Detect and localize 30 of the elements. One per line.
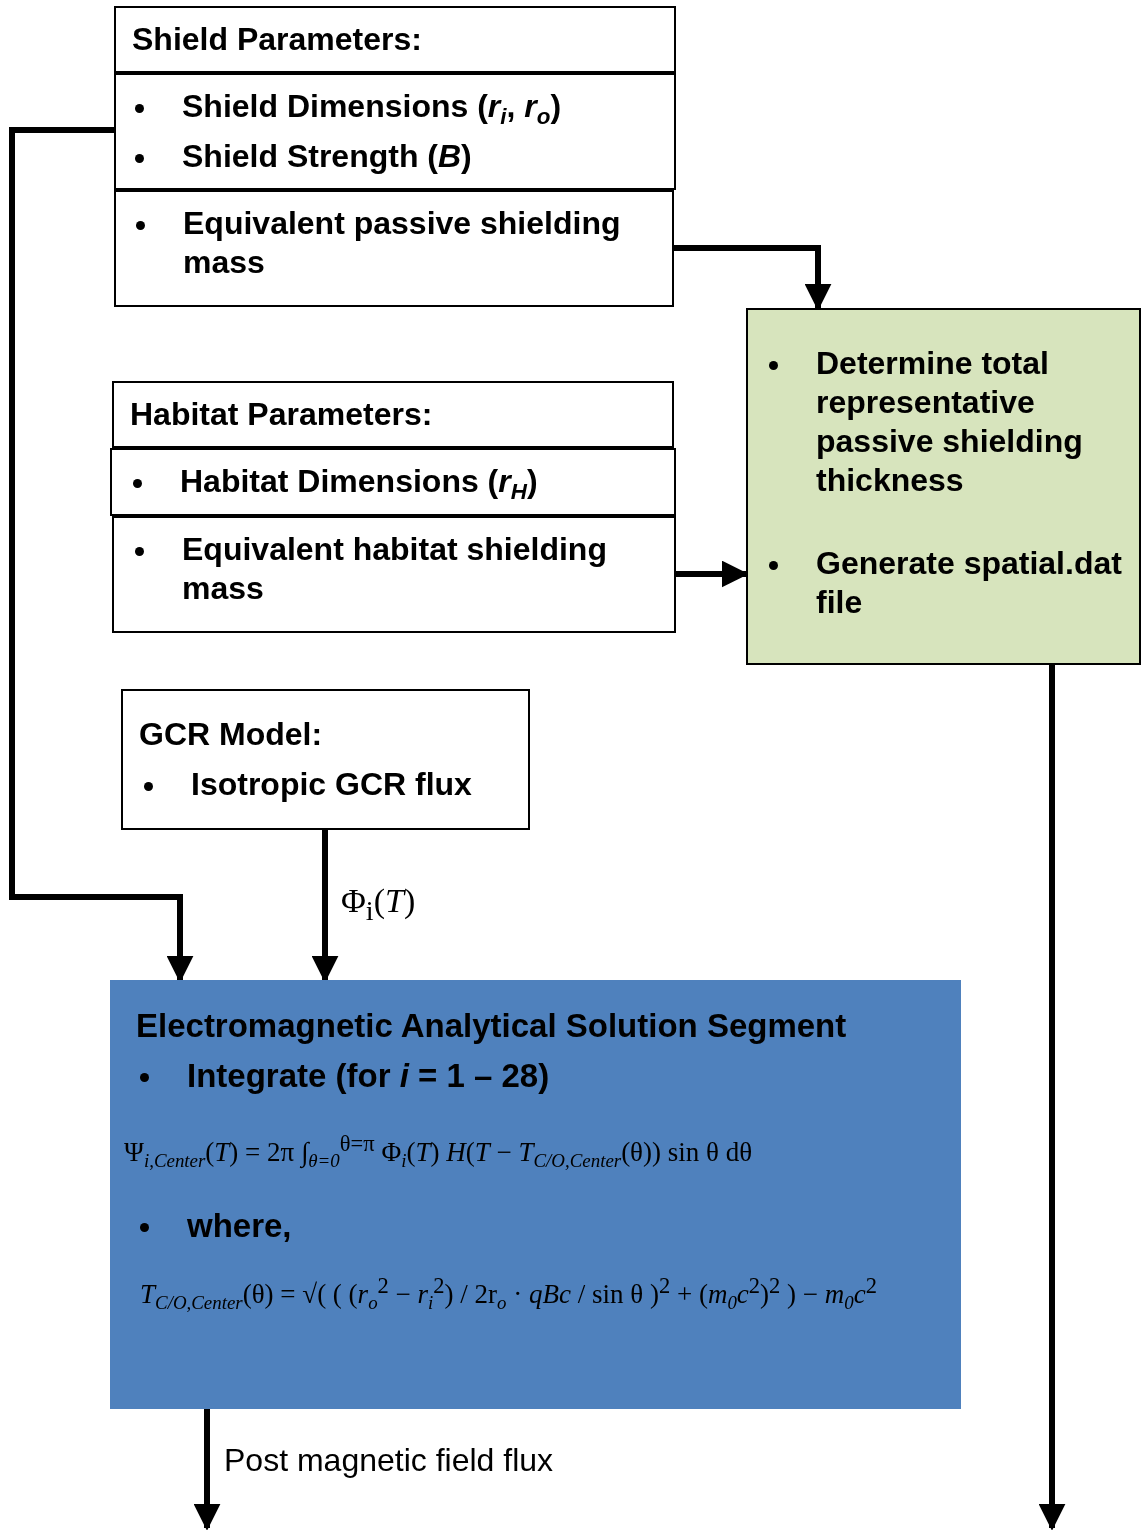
solution-box <box>110 980 961 1409</box>
arrow <box>311 830 339 983</box>
arrow <box>9 127 194 983</box>
parameter-cell <box>112 516 676 633</box>
parameter-cell <box>114 73 676 190</box>
heading-text: Electromagnetic Analytical Solution Segment <box>136 1006 848 1046</box>
header-cell <box>114 6 676 73</box>
bullet-text: Equivalent passive shielding mass <box>183 204 622 283</box>
bullet-text: Generate spatial.dat file <box>816 544 1123 623</box>
equation-text: T$_{C/O,Center}$(θ) = √( ( (r$_{o}$$^{2}$ − r$_{i}$$^{2}$) / 2r$_{o}$ · qBc / sin θ )$^{2}$ + (m$_{0}$c$^{2}$)$^{2}$ ) − m$_{0}$c$^{2}$ <box>140 1272 878 1315</box>
bullet-text: Isotropic GCR flux <box>191 765 473 804</box>
bullet-text: Equivalent habitat shielding mass <box>182 530 608 609</box>
parameter-cell <box>110 448 676 516</box>
bullet-text: Determine total representative passive shielding thickness <box>816 344 1084 501</box>
heading-text: Habitat Parameters: <box>130 395 434 434</box>
bullet-text: Habitat Dimensions (r$_{H}$) <box>180 462 539 506</box>
process-box <box>746 308 1141 665</box>
bullet-text: Shield Strength (B) <box>182 137 473 176</box>
heading-text: GCR Model: <box>139 715 324 754</box>
heading-text: Shield Parameters: <box>132 20 423 59</box>
header-cell <box>112 381 674 448</box>
bullet-text: Integrate (for i = 1 – 28) <box>187 1056 551 1096</box>
arrow <box>193 1409 221 1530</box>
bullet-text: where, <box>187 1206 293 1246</box>
arrow <box>674 245 832 311</box>
parameter-cell <box>114 190 674 307</box>
model-box <box>121 689 530 830</box>
bullet-text: Shield Dimensions (r$_{i}$, r$_{o}$) <box>182 87 563 131</box>
equation-text: Ψ$_{i,Center}$(T) = 2π ∫$_{θ=0}$$^{θ=π}$ Φ$_{i}$(T) H(T − T$_{C/O,Center}$(θ)) sin θ dθ <box>124 1130 754 1173</box>
arrow <box>1038 665 1066 1530</box>
